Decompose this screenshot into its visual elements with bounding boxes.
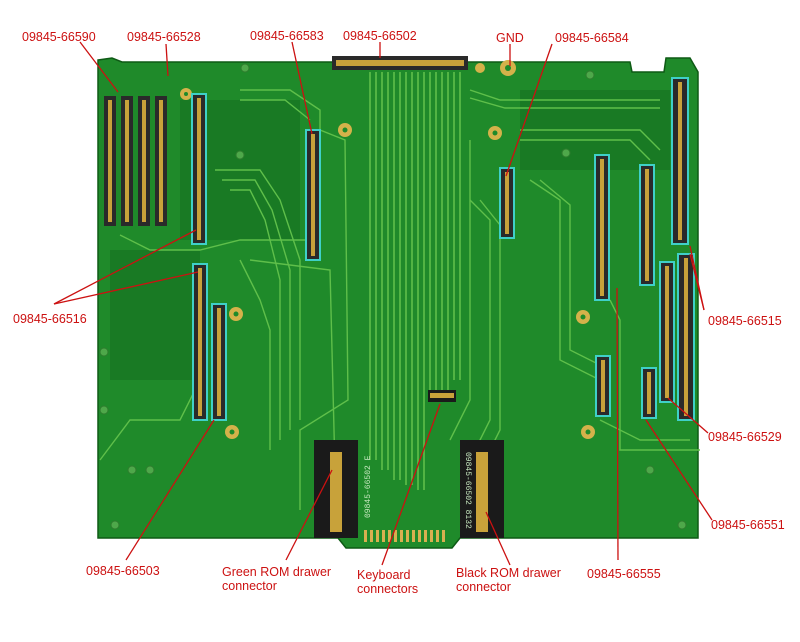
mounting-pads [180,60,595,439]
connector-66583 [305,129,321,261]
green-rom-drawer-connector [314,440,358,538]
label-keyboard-line1: Keyboard [357,568,411,582]
label-66590: 09845-66590 [22,30,96,44]
label-66584: 09845-66584 [555,31,629,45]
label-66502: 09845-66502 [343,29,417,43]
silk-right: 09845-66502 8132 [463,452,472,529]
connectors-left-cluster [104,93,207,245]
label-black-rom-drawer: Black ROM drawer connector [456,566,561,594]
label-gnd: GND [496,31,524,45]
connector-66529 [659,261,675,403]
connector-66551 [641,367,657,419]
connector-66516 [192,263,227,421]
black-rom-drawer-connector [460,440,504,538]
label-green-rom-line2: connector [222,579,277,593]
label-66515: 09845-66515 [708,314,782,328]
label-black-rom-line2: connector [456,580,511,594]
callout-lines [53,41,713,566]
label-66516: 09845-66516 [13,312,87,326]
label-66503: 09845-66503 [86,564,160,578]
board-region [110,250,200,380]
label-black-rom-line1: Black ROM drawer [456,566,561,580]
label-66528: 09845-66528 [127,30,201,44]
label-green-rom-drawer: Green ROM drawer connector [222,565,331,593]
label-66583: 09845-66583 [250,29,324,43]
connector-66515 [594,77,695,421]
label-keyboard-line2: connectors [357,582,419,596]
label-keyboard: Keyboard connectors [357,568,418,596]
edge-fingers [364,530,445,542]
connector-66584 [499,167,515,239]
connector-66555 [595,355,611,417]
label-green-rom-line1: Green ROM drawer [222,565,332,579]
central-traces [369,72,461,490]
connector-66502 [332,56,468,70]
silk-left: 09845-66502 E [364,455,373,518]
left-traces [99,89,349,510]
label-66551: 09845-66551 [711,518,785,532]
label-66555: 09845-66555 [587,567,661,581]
label-66529: 09845-66529 [708,430,782,444]
keyboard-connectors [428,390,456,402]
